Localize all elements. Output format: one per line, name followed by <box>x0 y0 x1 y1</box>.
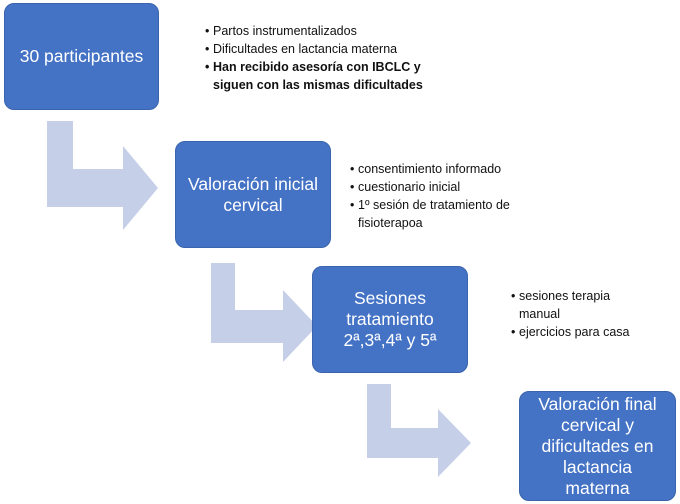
notes-valoracion-inicial: consentimiento informado cuestionario in… <box>350 160 541 232</box>
note-item: Partos instrumentalizados <box>205 22 446 40</box>
step-box-valoracion-final: Valoración final cervical y dificultades… <box>519 391 676 501</box>
note-item: Dificultades en lactancia materna <box>205 40 446 58</box>
notes-participants: Partos instrumentalizados Dificultades e… <box>205 22 446 94</box>
note-item: consentimiento informado <box>350 160 541 178</box>
step-label-sesiones: Sesiones tratamiento 2ª,3ª,4ª y 5ª <box>343 288 437 350</box>
step-label-participants: 30 participantes <box>19 46 144 66</box>
note-item: cuestionario inicial <box>350 178 541 196</box>
arrow-step1-to-step2 <box>47 121 158 230</box>
note-item: 1º sesión de tratamiento de fisioterapoa <box>350 196 541 232</box>
notes-sesiones: sesiones terapia manual ejercicios para … <box>511 287 632 341</box>
note-item: sesiones terapia manual <box>511 287 632 323</box>
step-box-participants: 30 participantes <box>4 3 159 110</box>
note-item: ejercicios para casa <box>511 323 632 341</box>
step-box-sesiones: Sesiones tratamiento 2ª,3ª,4ª y 5ª <box>312 266 468 373</box>
note-item-bold: Han recibido asesoría con IBCLC y siguen… <box>205 58 446 94</box>
step-box-valoracion-inicial: Valoración inicial cervical <box>175 141 331 248</box>
arrow-step3-to-step4 <box>367 384 471 477</box>
step-label-valoracion-inicial: Valoración inicial cervical <box>187 173 319 215</box>
step-label-valoracion-final: Valoración final cervical y dificultades… <box>538 393 657 498</box>
arrow-step2-to-step3 <box>211 263 317 362</box>
